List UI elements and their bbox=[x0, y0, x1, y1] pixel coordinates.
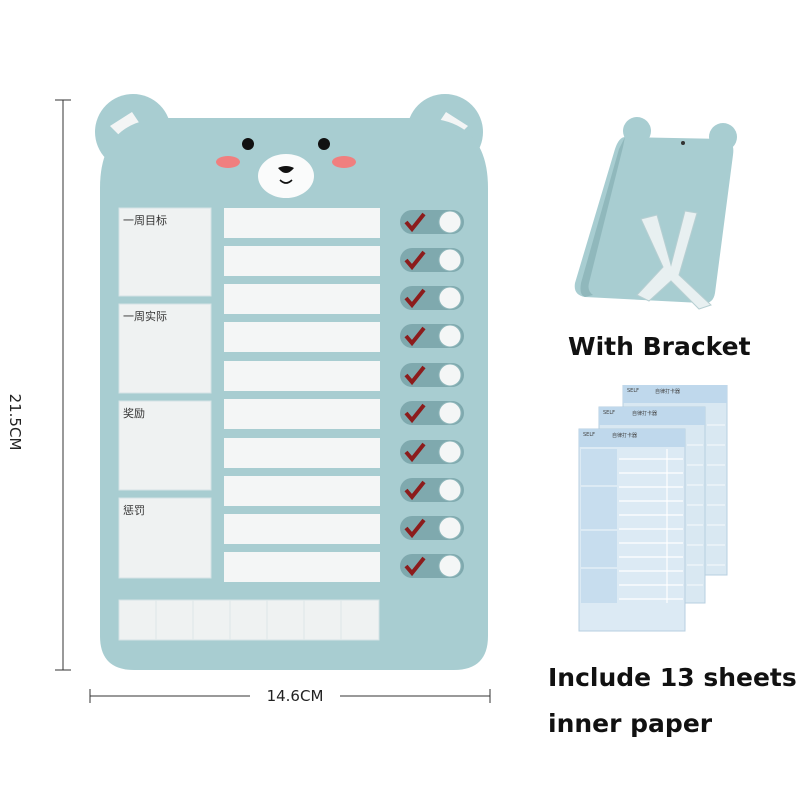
right-eye bbox=[318, 138, 330, 150]
check-sliders bbox=[400, 210, 464, 578]
board-with-bracket-image bbox=[574, 117, 737, 310]
bear-face bbox=[216, 138, 356, 198]
bear-mouth bbox=[279, 179, 293, 184]
bear-muzzle bbox=[258, 154, 314, 198]
right-cheek bbox=[332, 156, 356, 168]
bear-chart-board bbox=[95, 94, 488, 670]
bracket-caption: With Bracket bbox=[568, 332, 751, 361]
bracket-stand bbox=[636, 210, 712, 310]
width-label: 14.6CM bbox=[250, 687, 340, 705]
sheet-back-title: 自律打卡器 bbox=[655, 389, 681, 395]
sheet-back-tag: SELF bbox=[627, 388, 639, 394]
sheet-front-tag: SELF bbox=[583, 432, 595, 438]
section-panels bbox=[118, 207, 212, 579]
section-label-penalty: 惩罚 bbox=[123, 504, 145, 517]
task-slots bbox=[224, 208, 380, 582]
sheets-caption-line2: inner paper bbox=[548, 709, 713, 738]
board-body bbox=[100, 118, 488, 670]
sheets-caption-line1: Include 13 sheets bbox=[548, 663, 797, 692]
section-label-weekly-goal: 一周目标 bbox=[123, 214, 167, 227]
bottom-strip bbox=[118, 599, 380, 641]
inner-paper-sheets-image bbox=[578, 385, 728, 632]
sheet-middle-tag: SELF bbox=[603, 410, 615, 416]
section-label-reward: 奖励 bbox=[123, 407, 145, 420]
left-cheek bbox=[216, 156, 240, 168]
section-label-weekly-actual: 一周实际 bbox=[123, 310, 167, 323]
sheet-front-title: 自律打卡器 bbox=[612, 433, 638, 439]
left-eye bbox=[242, 138, 254, 150]
sheet-middle-title: 自律打卡器 bbox=[632, 411, 658, 417]
bear-nose bbox=[278, 166, 294, 173]
height-label: 21.5CM bbox=[4, 382, 24, 462]
height-dimension-line bbox=[55, 99, 71, 671]
